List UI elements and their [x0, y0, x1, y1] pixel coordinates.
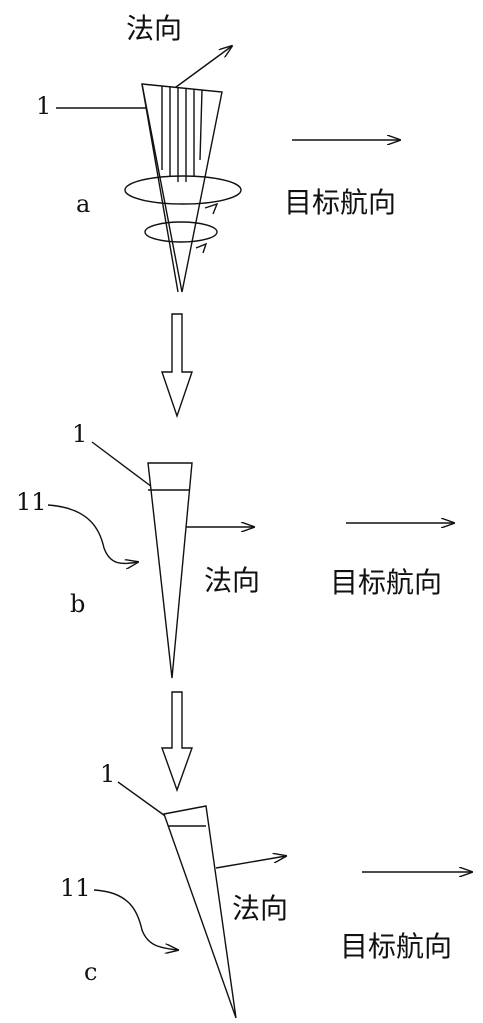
- panel-b: 1 11 法向 b 目标航向: [16, 420, 454, 679]
- transition-arrow-a-to-b: [161, 313, 193, 419]
- panel-b-cone: [147, 462, 193, 679]
- panel-b-leader-line: [91, 441, 157, 491]
- panel-c-heading-label: 目标航向: [340, 930, 452, 963]
- transition-arrow-b-to-c: [161, 691, 193, 793]
- panel-c-part-label: 1: [100, 760, 115, 788]
- panel-c: 1 11 法向 c 目标航向: [60, 760, 472, 1019]
- panel-c-normal-label: 法向: [232, 892, 288, 925]
- panel-a-normal-arrow: [171, 46, 232, 91]
- panel-a-letter: a: [76, 190, 90, 218]
- panel-a-part-label: 1: [36, 92, 51, 120]
- panel-c-leader-line: [117, 781, 169, 819]
- panel-a-heading-label: 目标航向: [284, 186, 396, 219]
- panel-c-sub-label: 11: [60, 874, 91, 902]
- panel-b-part-label: 1: [72, 420, 87, 448]
- panel-a: 法向 1 a 目标航向: [36, 12, 400, 293]
- panel-c-sub-arrow: [93, 889, 178, 950]
- panel-a-cone: [141, 83, 223, 293]
- panel-c-letter: c: [84, 958, 97, 986]
- panel-c-normal-arrow: [215, 856, 286, 869]
- panel-b-heading-label: 目标航向: [330, 566, 442, 599]
- panel-c-cone: [163, 805, 237, 1019]
- panel-b-sub-arrow: [47, 504, 138, 564]
- panel-a-rotation-arrows: [124, 175, 242, 254]
- panel-a-normal-label: 法向: [126, 12, 182, 45]
- panel-b-sub-label: 11: [16, 488, 47, 516]
- panel-b-letter: b: [70, 590, 85, 618]
- panel-b-normal-label: 法向: [204, 564, 260, 597]
